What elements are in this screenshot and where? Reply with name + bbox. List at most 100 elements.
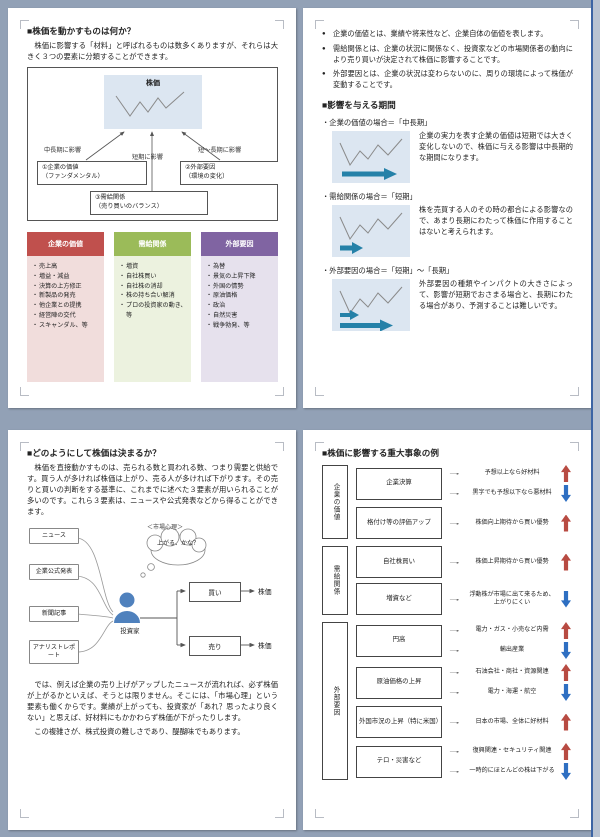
event-row: 円高 → 電力・ガス・小売など内需 → 輸出産業 bbox=[356, 622, 573, 660]
event-box: 格付け等の評価アップ bbox=[356, 507, 442, 540]
crop-mark-icon bbox=[570, 387, 579, 396]
page-title: ■株価を動かすものは何か？ bbox=[27, 26, 136, 36]
investor-label: 投資家 bbox=[120, 627, 140, 635]
crop-mark-icon bbox=[275, 20, 284, 29]
intro-paragraph: 株価を直接動かすものは、売られる数と買われる数、つまり需要と供給です。買う人が多… bbox=[27, 463, 278, 516]
document-icon-newspaper: 新聞記事 bbox=[29, 605, 79, 622]
list-item: 原油価格 bbox=[206, 291, 274, 301]
result-text: 日本の市場、全体に好材料 bbox=[475, 717, 549, 725]
event-row: 増資など → 浮動株が市場に出て来るため、上がりにくい bbox=[356, 583, 573, 616]
factor-columns: 企業の価値 売上高 増益・減益 決算の上方修正 新製品の発売 他企業との提携 経… bbox=[27, 231, 278, 382]
event-row: 企業決算 → 予想以上なら好材料 → 黒字でも予想以下なら悪材料 bbox=[356, 465, 573, 503]
section-heading: ■影響を与える期間 bbox=[322, 99, 396, 110]
up-arrow-icon bbox=[561, 514, 571, 532]
right-arrow-icon: → bbox=[446, 718, 463, 726]
result-text: 浮動株が市場に出て来るため、上がりにくい bbox=[469, 590, 555, 607]
bubble-text: 上がる、かな？ bbox=[156, 540, 199, 547]
event-row: テロ・災害など → 復興関連・セキュリティ関連 → 一時的にほとんどの株は下がる bbox=[356, 743, 573, 781]
list-item: 自社株の消却 bbox=[119, 282, 187, 292]
intro-paragraph: 株価に影響する「材料」と呼ばれるものは数多くありますが、それらは大きく３つの要素… bbox=[27, 41, 278, 61]
scrollbar-strip[interactable] bbox=[593, 0, 600, 837]
supply-demand-line1: ③需給関係 bbox=[95, 193, 126, 201]
outro-paragraph-2: この複雑さが、株式投資の難しさであり、醍醐味でもあります。 bbox=[27, 727, 245, 737]
list-item: 新製品の発売 bbox=[32, 291, 100, 301]
price-decision-diagram: ニュース 企業公式発表 新聞記事 アナリストレポート ＜市場心理＞ 上がる、かな… bbox=[27, 522, 278, 674]
thought-bubble-icon bbox=[140, 527, 207, 578]
section-text: 株を売買する人のその時の都合による影響なので、あまり長期にわたって株価に作用する… bbox=[419, 205, 573, 236]
crop-mark-icon bbox=[275, 809, 284, 818]
result-text: 電力・ガス・小売など内需 bbox=[475, 626, 549, 634]
company-value-line2: （ファンダメンタル） bbox=[42, 172, 104, 180]
document-icon-analyst-report: アナリストレポート bbox=[29, 639, 79, 664]
crop-mark-icon bbox=[275, 387, 284, 396]
arrow-label-short: 短期に影響 bbox=[132, 153, 163, 161]
event-box: 自社株買い bbox=[356, 546, 442, 579]
diagram-wires bbox=[76, 527, 255, 653]
trend-chart-long-arrow-icon bbox=[332, 131, 410, 184]
section-label: ・外部要因の場合＝「短期」～「長期」 bbox=[322, 266, 454, 276]
event-row: 外国市況の上昇（特に米国） → 日本の市場、全体に好材料 bbox=[356, 706, 573, 739]
group-label: 需給関係 bbox=[322, 546, 348, 616]
page-1[interactable]: ■株価を動かすものは何か？ 株価に影響する「材料」と呼ばれるものは数多くあります… bbox=[8, 8, 296, 408]
page-4[interactable]: ■株価に影響する重大事象の例 企業の価値 企業決算 → 予想以上なら好材料 → bbox=[303, 430, 591, 830]
event-box: テロ・災害など bbox=[356, 745, 442, 778]
supply-demand-line2: （売り買いのバランス） bbox=[95, 202, 163, 210]
list-item: プロの投資家の動き、等 bbox=[119, 301, 187, 321]
company-value-line1: ①企業の価値 bbox=[42, 163, 79, 171]
page-4-content: ■株価に影響する重大事象の例 企業の価値 企業決算 → 予想以上なら好材料 → bbox=[322, 447, 573, 813]
up-arrow-icon bbox=[561, 713, 571, 731]
bubble-caption: ＜市場心理＞ bbox=[147, 524, 184, 531]
stock-price-label: 株価 bbox=[146, 79, 160, 87]
crop-mark-icon bbox=[315, 809, 324, 818]
column-body: 増資 自社株買い 自社株の消却 株の持ち合い解消 プロの投資家の動き、等 bbox=[114, 255, 191, 382]
crop-mark-icon bbox=[20, 809, 29, 818]
column-body: 売上高 増益・減益 決算の上方修正 新製品の発売 他企業との提携 経営陣の交代 … bbox=[27, 255, 104, 382]
column-header: 企業の価値 bbox=[27, 231, 104, 256]
result-text: 株価向上期待から買い優勢 bbox=[475, 518, 549, 526]
event-box: 増資など bbox=[356, 583, 442, 616]
down-arrow-icon bbox=[561, 642, 571, 660]
page-2[interactable]: 企業の価値とは、業績や将来性など、企業自体の価値を表します。 需給関係とは、企業… bbox=[303, 8, 591, 408]
event-row: 自社株買い → 株価上昇期待から買い優勢 bbox=[356, 546, 573, 579]
bullet-item: 外部要因とは、企業の状況は変わらないのに、周りの環境によって株価が変動することで… bbox=[322, 69, 573, 91]
column-external-factor: 外部要因 為替 景気の上昇下降 外国の情勢 原油価格 政治 自然災害 戦争勃発、… bbox=[201, 231, 278, 382]
document-icon-news: ニュース bbox=[29, 527, 79, 544]
right-arrow-icon: → bbox=[446, 647, 463, 655]
list-item: 増益・減益 bbox=[32, 272, 100, 282]
page-3[interactable]: ■どのようにして株価は決まるか？ 株価を直接動かすものは、売られる数と買われる数… bbox=[8, 430, 296, 830]
result-text: 復興関連・セキュリティ関連 bbox=[472, 747, 552, 755]
price-up-label: 株価 bbox=[258, 588, 272, 596]
trend-chart-short-arrow-icon bbox=[332, 205, 410, 258]
result-text: 予想以上なら好材料 bbox=[484, 469, 540, 477]
section-label: ・需給関係の場合＝「短期」 bbox=[322, 192, 417, 202]
group-company-value: 企業の価値 企業決算 → 予想以上なら好材料 → 黒字でも予想以下なら悪材料 bbox=[322, 465, 573, 540]
column-header: 外部要因 bbox=[201, 231, 278, 256]
price-down-label: 株価 bbox=[258, 642, 272, 650]
company-value-box: ①企業の価値 （ファンダメンタル） bbox=[37, 160, 147, 185]
event-box: 原油価格の上昇 bbox=[356, 666, 442, 699]
list-item: 為替 bbox=[206, 262, 274, 272]
crop-mark-icon bbox=[570, 809, 579, 818]
right-arrow-icon: → bbox=[446, 490, 463, 498]
crop-mark-icon bbox=[20, 20, 29, 29]
bullet-item: 企業の価値とは、業績や将来性など、企業自体の価値を表します。 bbox=[322, 29, 573, 40]
section-text: 企業の実力を表す企業の価値は短期では大きく変化しないので、株価に与える影響は中長… bbox=[419, 131, 573, 162]
definition-bullets: 企業の価値とは、業績や将来性など、企業自体の価値を表します。 需給関係とは、企業… bbox=[322, 29, 573, 91]
zigzag-trend-icon bbox=[115, 91, 185, 117]
group-external-factor: 外部要因 円高 → 電力・ガス・小売など内需 → 輸出産業 bbox=[322, 622, 573, 781]
list-item: 他企業との提携 bbox=[32, 301, 100, 311]
right-arrow-icon: → bbox=[446, 669, 463, 677]
page-2-content: 企業の価値とは、業績や将来性など、企業自体の価値を表します。 需給関係とは、企業… bbox=[322, 25, 573, 391]
list-item: 経営陣の交代 bbox=[32, 311, 100, 321]
up-arrow-icon bbox=[561, 465, 571, 483]
crop-mark-icon bbox=[570, 442, 579, 451]
column-supply-demand: 需給関係 増資 自社株買い 自社株の消却 株の持ち合い解消 プロの投資家の動き、… bbox=[114, 231, 191, 382]
crop-mark-icon bbox=[20, 442, 29, 451]
result-text: 一時的にほとんどの株は下がる bbox=[469, 767, 555, 775]
period-section-short-long: ・外部要因の場合＝「短期」～「長期」 外部要因の種類やインパクトの大きさによって… bbox=[322, 266, 573, 332]
down-arrow-icon bbox=[561, 590, 571, 608]
list-item: 政治 bbox=[206, 301, 274, 311]
page-title: ■どのようにして株価は決まるか？ bbox=[27, 448, 161, 458]
stock-price-chart-icon: 株価 bbox=[104, 74, 202, 129]
down-arrow-icon bbox=[561, 763, 571, 781]
